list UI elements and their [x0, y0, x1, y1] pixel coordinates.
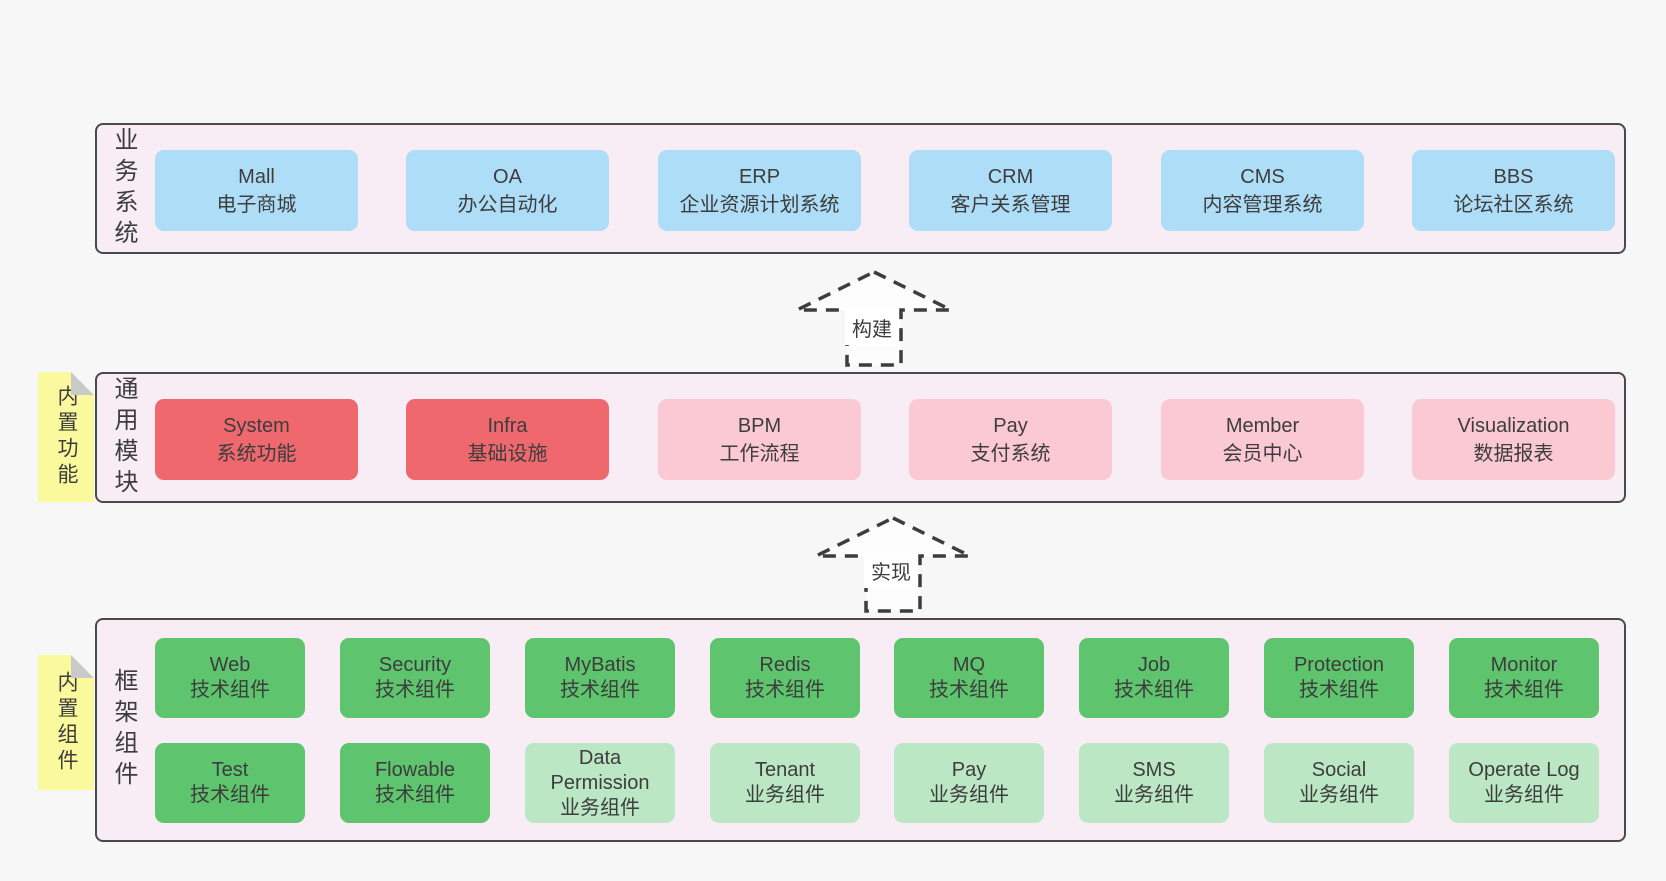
box-subtitle: 业务组件 — [560, 796, 640, 819]
box-title: Monitor — [1490, 654, 1558, 676]
box-subtitle: 业务组件 — [1114, 784, 1194, 806]
box-subtitle: 技术组件 — [190, 679, 270, 701]
box-redis: Redis 技术组件 — [710, 638, 860, 718]
box-subtitle: 论坛社区系统 — [1453, 193, 1574, 216]
box-pay-module: Pay 支付系统 — [909, 399, 1112, 480]
box-title: CRM — [987, 165, 1034, 188]
layer-business-label: 业务系统 — [110, 126, 137, 251]
box-title: ERP — [738, 165, 781, 188]
box-title: Infra — [487, 414, 528, 437]
box-title: BBS — [1493, 165, 1534, 188]
box-flowable: Flowable 技术组件 — [340, 743, 490, 823]
box-subtitle: 技术组件 — [1114, 679, 1194, 701]
box-subtitle: 技术组件 — [560, 679, 640, 701]
layer-components-label: 框架组件 — [110, 668, 137, 792]
layer-modules-label: 通用模块 — [110, 375, 137, 500]
box-title: Test — [211, 759, 249, 781]
box-subtitle: 系统功能 — [216, 442, 297, 465]
box-subtitle: 业务组件 — [929, 784, 1009, 806]
box-erp: ERP 企业资源计划系统 — [658, 150, 861, 231]
box-subtitle: 客户关系管理 — [950, 193, 1071, 216]
box-sms: SMS 业务组件 — [1079, 743, 1229, 823]
box-test: Test 技术组件 — [155, 743, 305, 823]
box-subtitle: 技术组件 — [929, 679, 1009, 701]
box-title: Data Permission — [550, 746, 650, 794]
build-arrow-label: 构建 — [845, 310, 899, 345]
box-security: Security 技术组件 — [340, 638, 490, 718]
box-protection: Protection 技术组件 — [1264, 638, 1414, 718]
box-crm: CRM 客户关系管理 — [909, 150, 1112, 231]
box-title: Social — [1311, 759, 1367, 781]
box-subtitle: 内容管理系统 — [1202, 193, 1323, 216]
box-social: Social 业务组件 — [1264, 743, 1414, 823]
box-visualization: Visualization 数据报表 — [1412, 399, 1615, 480]
sticky-built-in-features-label: 内置功能 — [55, 385, 78, 489]
layer-business-systems: 业务系统 Mall 电子商城 OA 办公自动化 ERP 企业资源计划系统 CRM… — [95, 123, 1626, 254]
box-title: Job — [1137, 654, 1171, 676]
box-title: Web — [209, 654, 251, 676]
box-subtitle: 工作流程 — [719, 442, 800, 465]
box-subtitle: 技术组件 — [375, 679, 455, 701]
box-subtitle: 电子商城 — [216, 193, 297, 216]
box-subtitle: 基础设施 — [467, 442, 548, 465]
box-subtitle: 技术组件 — [1484, 679, 1564, 701]
box-infra: Infra 基础设施 — [406, 399, 609, 480]
box-pay-component: Pay 业务组件 — [894, 743, 1044, 823]
sticky-built-in-components: 内置组件 — [38, 655, 94, 790]
box-title: MQ — [952, 654, 986, 676]
box-title: Pay — [951, 759, 987, 781]
box-monitor: Monitor 技术组件 — [1449, 638, 1599, 718]
box-member: Member 会员中心 — [1161, 399, 1364, 480]
box-subtitle: 企业资源计划系统 — [679, 193, 840, 216]
box-mall: Mall 电子商城 — [155, 150, 358, 231]
box-title: Redis — [759, 654, 811, 676]
box-title: Member — [1225, 414, 1300, 437]
box-title: BPM — [737, 414, 782, 437]
box-title: System — [223, 414, 290, 437]
box-system: System 系统功能 — [155, 399, 358, 480]
box-title: Visualization — [1457, 414, 1570, 437]
box-bpm: BPM 工作流程 — [658, 399, 861, 480]
box-title: MyBatis — [564, 654, 636, 676]
box-mq: MQ 技术组件 — [894, 638, 1044, 718]
box-title: Operate Log — [1468, 759, 1580, 781]
box-title: CMS — [1240, 165, 1285, 188]
box-subtitle: 会员中心 — [1222, 442, 1303, 465]
box-title: Protection — [1293, 654, 1385, 676]
box-cms: CMS 内容管理系统 — [1161, 150, 1364, 231]
box-subtitle: 技术组件 — [745, 679, 825, 701]
box-subtitle: 数据报表 — [1473, 442, 1554, 465]
sticky-built-in-features: 内置功能 — [38, 372, 94, 502]
layer-common-modules: 通用模块 System 系统功能 Infra 基础设施 BPM 工作流程 Pay… — [95, 372, 1626, 503]
box-operate-log: Operate Log 业务组件 — [1449, 743, 1599, 823]
box-title: Tenant — [754, 759, 816, 781]
box-subtitle: 业务组件 — [1484, 784, 1564, 806]
box-oa: OA 办公自动化 — [406, 150, 609, 231]
sticky-built-in-components-label: 内置组件 — [55, 670, 78, 775]
box-title: Security — [378, 654, 452, 676]
box-title: Pay — [993, 414, 1028, 437]
box-data-permission: Data Permission 业务组件 — [525, 743, 675, 823]
sticky-fold-corner-icon — [71, 655, 94, 678]
box-bbs: BBS 论坛社区系统 — [1412, 150, 1615, 231]
box-subtitle: 技术组件 — [375, 784, 455, 806]
box-subtitle: 技术组件 — [1299, 679, 1379, 701]
implement-arrow-label: 实现 — [864, 553, 918, 588]
box-subtitle: 办公自动化 — [457, 193, 558, 216]
layer-framework-components: 框架组件 Web 技术组件 Security 技术组件 MyBatis 技术组件… — [95, 618, 1626, 842]
box-subtitle: 支付系统 — [970, 442, 1051, 465]
box-title: Flowable — [374, 759, 456, 781]
box-subtitle: 业务组件 — [1299, 784, 1379, 806]
box-subtitle: 业务组件 — [745, 784, 825, 806]
box-subtitle: 技术组件 — [190, 784, 270, 806]
box-web: Web 技术组件 — [155, 638, 305, 718]
box-job: Job 技术组件 — [1079, 638, 1229, 718]
sticky-fold-corner-icon — [71, 372, 94, 395]
box-title: SMS — [1132, 759, 1176, 781]
box-title: Mall — [238, 165, 275, 188]
box-title: OA — [493, 165, 522, 188]
box-mybatis: MyBatis 技术组件 — [525, 638, 675, 718]
box-tenant: Tenant 业务组件 — [710, 743, 860, 823]
